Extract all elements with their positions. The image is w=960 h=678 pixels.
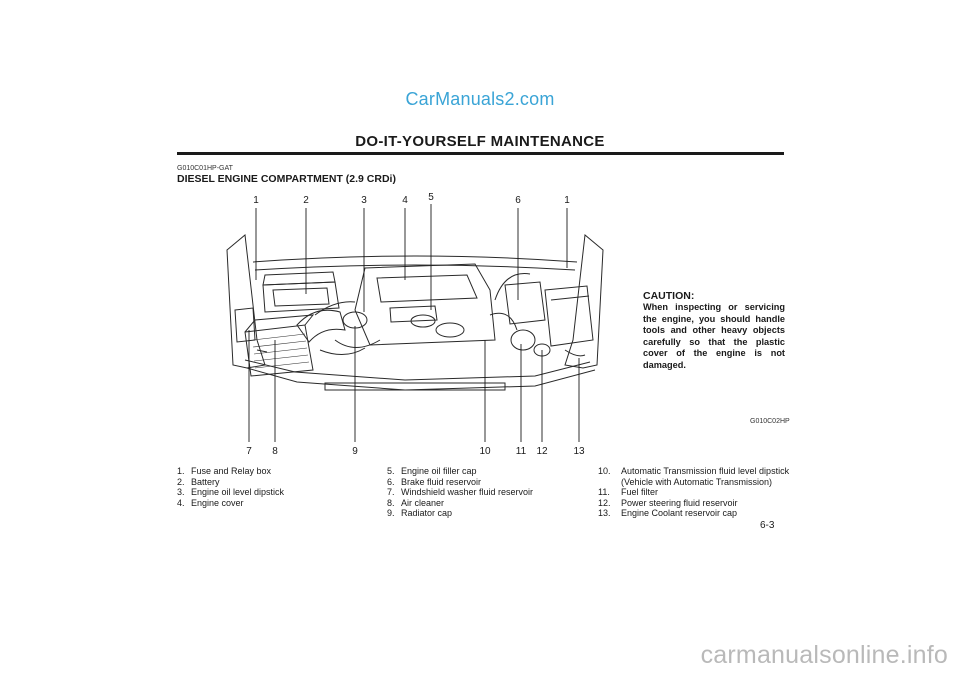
callout-top-1b: 1 (564, 195, 570, 206)
callout-top-5: 5 (428, 192, 434, 203)
legend-column-2: 5.Engine oil filler cap 6.Brake fluid re… (387, 466, 533, 519)
legend-item: 1.Fuse and Relay box (177, 466, 272, 476)
watermark-bottom: carmanualsonline.info (700, 641, 948, 669)
callout-bottom-9: 9 (352, 446, 358, 455)
callout-bottom-10: 10 (479, 446, 491, 455)
callout-top-4: 4 (402, 195, 408, 206)
legend-item: 12.Power steering fluid reservoir (598, 497, 738, 508)
caution-title: CAUTION: (643, 290, 695, 302)
callout-bottom-8: 8 (272, 446, 278, 455)
legend-column-3: 10. Automatic Transmission fluid level d… (598, 466, 789, 519)
engine-compartment-diagram: 1 2 3 4 5 6 1 7 8 9 10 11 12 13 (226, 192, 604, 455)
section-code: G010C01HP-GAT (177, 165, 233, 172)
legend-item: 6.Brake fluid reservoir (387, 476, 482, 487)
legend-item: 4.Engine cover (177, 497, 244, 508)
legend-item: 10. Automatic Transmission fluid level d… (598, 466, 790, 487)
page-number: 6-3 (760, 520, 775, 531)
legend-item: 13.Engine Coolant reservoir cap (598, 508, 738, 519)
callout-bottom-11: 11 (516, 446, 527, 455)
legend-column-1: 1.Fuse and Relay box 2.Battery 3.Engine … (177, 466, 284, 508)
caution-body: When inspecting or servicing the engine,… (643, 302, 785, 370)
caution-box: CAUTION: When inspecting or servicing th… (643, 290, 785, 371)
figure-code: G010C02HP (750, 418, 790, 425)
callout-top-3: 3 (361, 195, 367, 206)
callout-bottom-12: 12 (536, 446, 548, 455)
legend-item: 11.Fuel filter (598, 487, 659, 498)
legend-item: 7.Windshield washer fluid reservoir (387, 487, 534, 498)
section-title: DIESEL ENGINE COMPARTMENT (2.9 CRDi) (177, 173, 396, 185)
watermark-top: CarManuals2.com (405, 89, 555, 109)
callout-bottom-7: 7 (246, 446, 252, 455)
callout-top-6: 6 (515, 195, 521, 206)
legend-item: 3.Engine oil level dipstick (177, 487, 285, 498)
callout-bottom-13: 13 (573, 446, 585, 455)
header-rule (177, 152, 784, 155)
page-header-title: DO-IT-YOURSELF MAINTENANCE (355, 133, 605, 150)
legend-item: 8.Air cleaner (387, 497, 445, 508)
legend-item: 9.Radiator cap (387, 508, 453, 519)
legend-item: 5.Engine oil filler cap (387, 466, 477, 476)
legend-item: 2.Battery (177, 476, 220, 487)
callout-top-1: 1 (253, 195, 259, 206)
callout-top-2: 2 (303, 195, 309, 206)
